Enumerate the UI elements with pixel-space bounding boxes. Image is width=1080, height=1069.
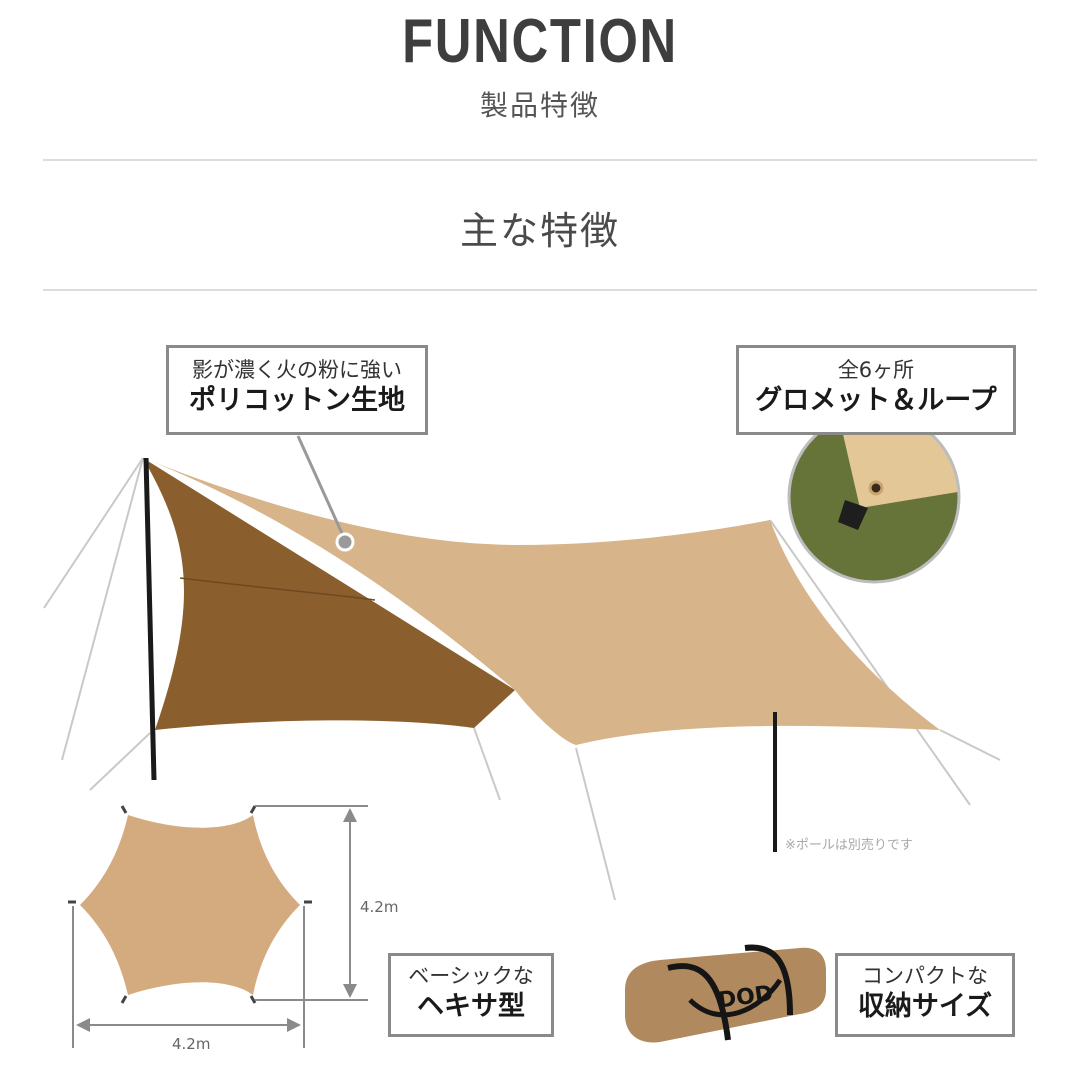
pole-sold-separately-note: ※ポールは別売りです (785, 838, 913, 853)
page-title: FUNCTION (402, 7, 678, 76)
hexagon-shape (80, 815, 300, 995)
page-subtitle: 製品特徴 (479, 89, 600, 122)
storage-bag (625, 944, 826, 1043)
pole-left (143, 457, 157, 781)
callout-fabric-text: ポリコットン生地 (189, 385, 405, 416)
callout-grommet-text: グロメット＆ループ (755, 385, 997, 416)
width-dimension-label: 4.2m (172, 1035, 211, 1053)
section-title: 主な特徴 (459, 209, 620, 253)
hexagon-corners (68, 805, 312, 1004)
divider-top (43, 159, 1037, 161)
callout-grommet: 全6ヶ所 グロメット＆ループ (736, 345, 1016, 435)
callout-storage-text: 収納サイズ (857, 991, 993, 1022)
callout-shape-text: ヘキサ型 (417, 991, 525, 1022)
callout-grommet-subtext: 全6ヶ所 (837, 358, 915, 382)
tarp-top (143, 458, 940, 745)
grommet-photo (789, 412, 959, 582)
callout-shape: ベーシックな ヘキサ型 (388, 953, 554, 1037)
callout-fabric: 影が濃く火の粉に強い ポリコットン生地 (166, 345, 428, 435)
height-dimension-label: 4.2m (360, 898, 399, 916)
callout-shape-subtext: ベーシックな (408, 964, 534, 988)
callout-storage: コンパクトな 収納サイズ (835, 953, 1015, 1037)
guy-lines (43, 457, 1001, 901)
callout-fabric-subtext: 影が濃く火の粉に強い (192, 358, 402, 382)
callout-storage-subtext: コンパクトな (862, 964, 988, 988)
pointer-dot (335, 532, 355, 552)
divider-bottom (43, 289, 1037, 291)
